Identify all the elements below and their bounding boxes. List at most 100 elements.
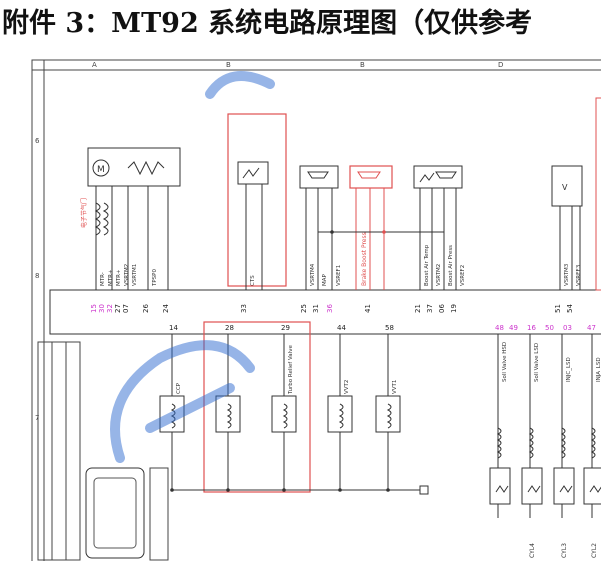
pin-number: 41 xyxy=(364,304,372,313)
pin-number: 47 xyxy=(587,324,596,332)
injector-symbol xyxy=(589,485,601,493)
pin-number: 51 xyxy=(554,304,562,313)
signal-label: MTR+ xyxy=(108,269,114,286)
pin-number: 24 xyxy=(162,304,170,313)
motor-icon xyxy=(92,159,110,177)
pin-number: 58 xyxy=(385,324,394,332)
solenoid-valve xyxy=(215,395,241,433)
pin-number: 50 xyxy=(545,324,554,332)
svg-text:V: V xyxy=(562,183,568,192)
solenoid-valve xyxy=(375,395,401,433)
signal-label: Boost Air Press xyxy=(448,245,454,286)
pin-number: 30 xyxy=(98,304,106,313)
boost-air-sensor xyxy=(413,165,463,189)
signal-label: Brake Boost Press xyxy=(361,232,368,286)
pin-number: 26 xyxy=(142,304,150,313)
page-title: 附件 3：MT92 系统电路原理图（仅供参考 xyxy=(0,0,601,48)
column-label: A xyxy=(92,61,97,69)
column-label: B xyxy=(226,61,231,69)
coil-icon xyxy=(226,403,232,429)
pin-number: 33 xyxy=(240,304,248,313)
signal-label: VSRTM2 xyxy=(436,264,442,286)
signal-label: CTS xyxy=(250,275,256,286)
coolant-sensor xyxy=(237,161,269,185)
signal-label: VSRTM2 xyxy=(124,264,130,286)
solenoid-valve xyxy=(327,395,353,433)
pin-number: 32 xyxy=(106,304,114,313)
rail-terminal xyxy=(419,485,429,495)
cylinder-label: CYL3 xyxy=(561,543,568,558)
signal-label: MTR+ xyxy=(116,269,122,286)
coil-icon xyxy=(560,427,566,459)
signal-label: Turbo Relief Valve xyxy=(288,345,294,395)
pin-number: 31 xyxy=(312,304,320,313)
pin-number: 21 xyxy=(414,304,422,313)
row-label: 8 xyxy=(35,272,39,280)
pin-number: 36 xyxy=(326,304,334,313)
throttle-motor-block: M 电子节气门 xyxy=(80,147,181,236)
signal-label: INJA_LSD xyxy=(596,357,601,382)
signal-label: VSRTM3 xyxy=(564,263,570,286)
pin-number: 54 xyxy=(566,304,574,313)
cylinder-label: CYL2 xyxy=(591,543,598,558)
signal-label: INJC_LSD xyxy=(566,357,572,382)
watermark-logo xyxy=(110,71,275,463)
pin-number: 29 xyxy=(281,324,290,332)
signal-label: CCP xyxy=(176,382,182,394)
column-label: D xyxy=(498,61,503,69)
row-label: 7 xyxy=(35,414,39,422)
signal-label: Soll Valve HSD xyxy=(502,342,508,382)
annotation-red: 电子节气门 xyxy=(80,198,88,228)
pressure-sensor-icon xyxy=(307,171,329,179)
signal-label: Boost Air Temp xyxy=(424,244,430,286)
svg-text:M: M xyxy=(97,165,105,175)
signal-label: VVT1 xyxy=(392,380,398,394)
pin-number: 27 xyxy=(114,304,122,313)
signal-label: TPSP0 xyxy=(152,269,158,287)
injector-symbol xyxy=(559,485,573,493)
pin-number: 15 xyxy=(90,304,98,313)
signal-label: VSRTM1 xyxy=(132,264,138,286)
coil-icon xyxy=(386,403,392,429)
pin-number: 28 xyxy=(225,324,234,332)
relief-valve-frame xyxy=(203,321,311,493)
signal-label: VSRTM4 xyxy=(310,263,316,286)
signal-label: MTR- xyxy=(100,272,106,286)
column-label: B xyxy=(360,61,365,69)
pin-number: 44 xyxy=(337,324,346,332)
injector-symbol xyxy=(495,485,509,493)
pin-number: 37 xyxy=(426,304,434,313)
throttle-wires xyxy=(95,186,169,290)
ecu-bus-connector xyxy=(49,289,601,335)
signal-label: VSREF1 xyxy=(336,265,342,286)
signal-label: VSREF3 xyxy=(576,264,582,286)
signal-label: VVT2 xyxy=(344,380,350,394)
title-block-right xyxy=(149,467,169,561)
thermistor-icon xyxy=(242,167,260,179)
signal-label: VSREF2 xyxy=(460,265,466,286)
red-box-right xyxy=(595,97,601,291)
cylinder-label: CYL4 xyxy=(529,543,536,558)
ecu-connector-icon xyxy=(85,467,145,559)
sheet-frame xyxy=(31,59,601,561)
coil-icon xyxy=(338,403,344,429)
sensor-right xyxy=(551,165,583,207)
pin-number: 49 xyxy=(509,324,518,332)
pin-number: 07 xyxy=(122,304,130,313)
pin-number: 25 xyxy=(300,304,308,313)
map-sensor xyxy=(299,165,339,189)
coil-icon xyxy=(590,427,596,459)
pin-number: 06 xyxy=(438,304,446,313)
coil-icon xyxy=(496,427,502,459)
coil-icon xyxy=(528,427,534,459)
coil-icon xyxy=(282,403,288,429)
injector-symbol xyxy=(527,485,541,493)
title-block xyxy=(37,341,81,561)
signal-label: MAP xyxy=(322,273,328,286)
injector xyxy=(583,467,601,505)
